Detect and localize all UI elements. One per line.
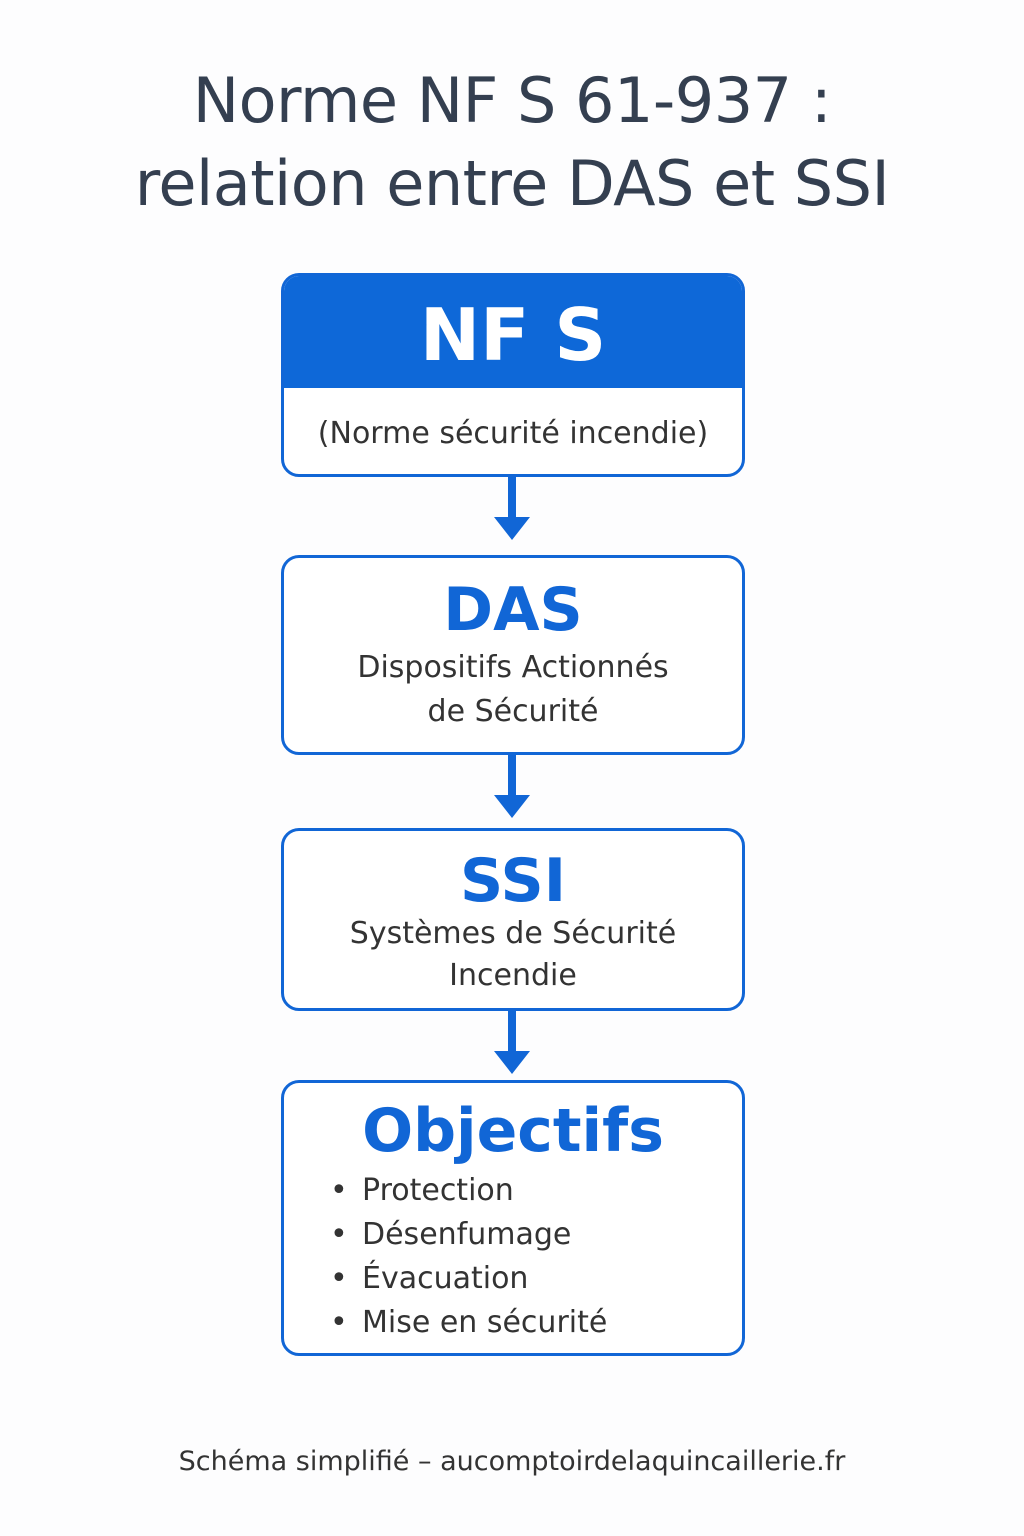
ssi-box: SSI Systèmes de Sécurité Incendie [281, 828, 745, 1011]
list-item: Désenfumage [330, 1213, 742, 1257]
list-item: Protection [330, 1169, 742, 1213]
objectifs-heading: Objectifs [362, 1096, 664, 1166]
page-title-line-2: relation entre DAS et SSI [134, 147, 890, 220]
das-line-2: de Sécurité [427, 694, 599, 729]
nfs-heading: NF S [284, 276, 742, 388]
arrow-down-icon [494, 477, 530, 540]
ssi-line-1: Systèmes de Sécurité [349, 916, 677, 951]
list-item: Mise en sécurité [330, 1301, 742, 1345]
ssi-line-2: Incendie [449, 958, 577, 993]
das-heading: DAS [443, 575, 583, 645]
nfs-subtitle: (Norme sécurité incendie) [317, 416, 709, 451]
nfs-box: NF S (Norme sécurité incendie) [281, 273, 745, 477]
footer-caption: Schéma simplifié – aucomptoirdelaquincai… [178, 1446, 846, 1477]
objectifs-box: Objectifs Protection Désenfumage Évacuat… [281, 1080, 745, 1356]
arrow-down-icon [494, 755, 530, 818]
das-box: DAS Dispositifs Actionnés de Sécurité [281, 555, 745, 755]
das-line-1: Dispositifs Actionnés [357, 650, 669, 685]
ssi-heading: SSI [459, 846, 567, 916]
page-title-line-1: Norme NF S 61-937 : [192, 64, 832, 137]
list-item: Évacuation [330, 1257, 742, 1301]
arrow-down-icon [494, 1011, 530, 1074]
objectifs-list: Protection Désenfumage Évacuation Mise e… [284, 1169, 742, 1345]
